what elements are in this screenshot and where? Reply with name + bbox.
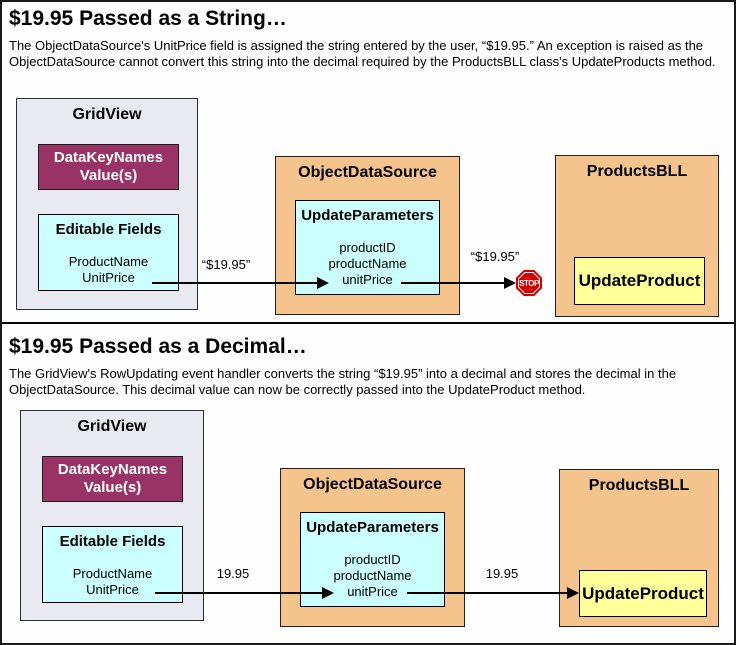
panel-title: $19.95 Passed as a String… bbox=[9, 7, 287, 30]
stop-core bbox=[519, 273, 539, 293]
flow-arrow-line bbox=[155, 592, 322, 594]
value-label: “$19.95” bbox=[201, 257, 251, 272]
editable-fields-list: ProductName UnitPrice bbox=[39, 254, 178, 286]
updateparameters-list: productID productName unitPrice bbox=[301, 552, 444, 600]
field-productname: ProductName bbox=[68, 254, 149, 269]
updateproduct-box: UpdateProduct bbox=[574, 257, 705, 305]
stop-label: STOP bbox=[519, 278, 539, 288]
param-unitprice: unitPrice bbox=[347, 584, 398, 599]
productsbll-title: ProductsBLL bbox=[588, 477, 690, 494]
field-productname: ProductName bbox=[72, 566, 153, 581]
datakeynames-box: DataKeyNames Value(s) bbox=[38, 144, 179, 190]
datakeynames-line1: DataKeyNames bbox=[57, 461, 168, 478]
editable-fields-title: Editable Fields bbox=[55, 221, 162, 238]
arrowhead-icon bbox=[317, 277, 329, 289]
flow-arrow-line bbox=[152, 282, 317, 284]
flow-arrow-line bbox=[407, 592, 567, 594]
field-unitprice: UnitPrice bbox=[86, 582, 139, 597]
param-productid: productID bbox=[339, 240, 396, 255]
value-label: 19.95 bbox=[216, 566, 250, 581]
objectdatasource-title: ObjectDataSource bbox=[298, 164, 437, 181]
value-label: 19.95 bbox=[485, 566, 519, 581]
gridview-title: GridView bbox=[72, 106, 142, 123]
editable-fields-list: ProductName UnitPrice bbox=[43, 566, 182, 598]
productsbll-title: ProductsBLL bbox=[586, 163, 688, 180]
datakeynames-line1: DataKeyNames bbox=[53, 149, 164, 166]
panel-description: The ObjectDataSource's UnitPrice field i… bbox=[9, 38, 716, 69]
editable-fields-box: Editable Fields ProductName UnitPrice bbox=[42, 526, 183, 603]
stop-icon: STOP bbox=[516, 270, 542, 296]
updateparameters-title: UpdateParameters bbox=[301, 207, 434, 224]
panel-title: $19.95 Passed as a Decimal… bbox=[9, 335, 307, 358]
datakeynames-line2: Value(s) bbox=[83, 479, 142, 496]
panel-description: The GridView's RowUpdating event handler… bbox=[9, 366, 677, 397]
editable-fields-title: Editable Fields bbox=[59, 533, 166, 550]
updateparameters-list: productID productName unitPrice bbox=[296, 240, 439, 288]
arrowhead-icon bbox=[504, 277, 516, 289]
datakeynames-line2: Value(s) bbox=[79, 167, 138, 184]
updateproduct-box: UpdateProduct bbox=[579, 570, 707, 617]
param-productname: productName bbox=[328, 256, 407, 271]
gridview-title: GridView bbox=[77, 418, 147, 435]
param-productid: productID bbox=[344, 552, 401, 567]
param-productname: productName bbox=[333, 568, 412, 583]
param-unitprice: unitPrice bbox=[342, 272, 393, 287]
updateparameters-title: UpdateParameters bbox=[306, 519, 439, 536]
value-label: “$19.95” bbox=[470, 249, 520, 264]
field-unitprice: UnitPrice bbox=[82, 270, 135, 285]
section-divider bbox=[2, 322, 734, 324]
flow-arrow-line bbox=[401, 282, 504, 284]
editable-fields-box: Editable Fields ProductName UnitPrice bbox=[38, 214, 179, 291]
arrowhead-icon bbox=[322, 587, 334, 599]
arrowhead-icon bbox=[567, 587, 579, 599]
objectdatasource-title: ObjectDataSource bbox=[303, 476, 442, 493]
datakeynames-box: DataKeyNames Value(s) bbox=[42, 456, 183, 502]
